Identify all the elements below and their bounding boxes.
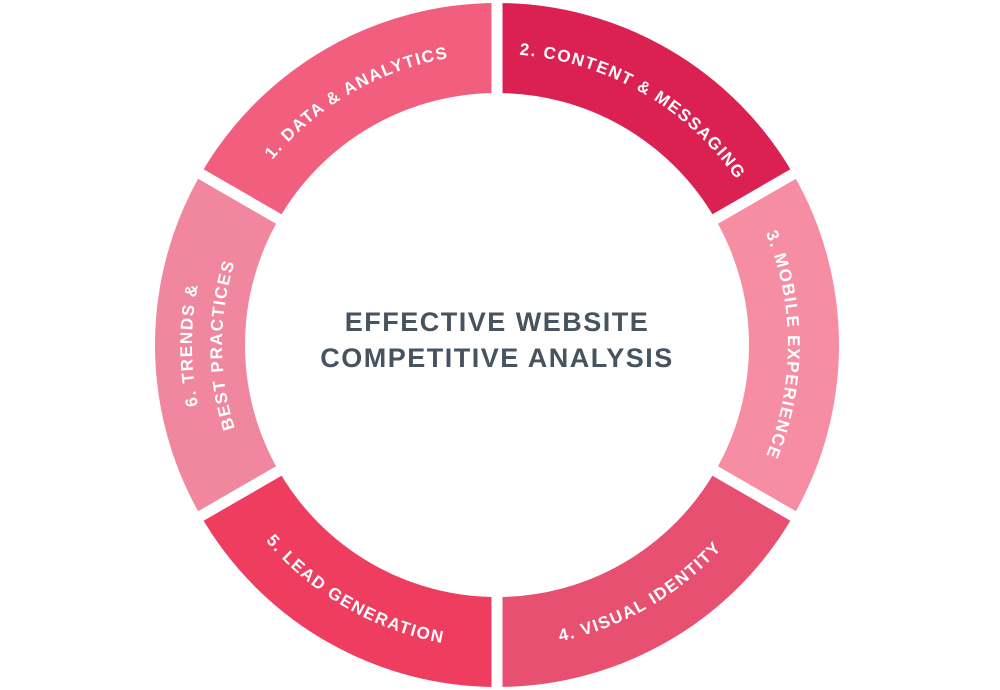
segment-divider-5 xyxy=(192,463,287,525)
segment-arc-6 xyxy=(155,174,280,516)
segment-arc-5 xyxy=(200,470,498,687)
segment-divider-2 xyxy=(707,165,802,227)
segment-dividers xyxy=(192,0,802,690)
segment-arc-1 xyxy=(200,3,498,220)
segment-divider-3 xyxy=(707,463,802,525)
segment-arc-4 xyxy=(496,470,794,687)
center-title-line-1: EFFECTIVE WEBSITE xyxy=(345,307,650,337)
segment-divider-6 xyxy=(192,165,287,227)
segment-arc-3 xyxy=(714,174,839,516)
segment-label-6-line-1: 6. TRENDS & xyxy=(177,282,202,409)
center-title-line-2: COMPETITIVE ANALYSIS xyxy=(320,343,674,373)
donut-ring-segments xyxy=(155,3,839,687)
segment-arc-2 xyxy=(496,3,794,220)
